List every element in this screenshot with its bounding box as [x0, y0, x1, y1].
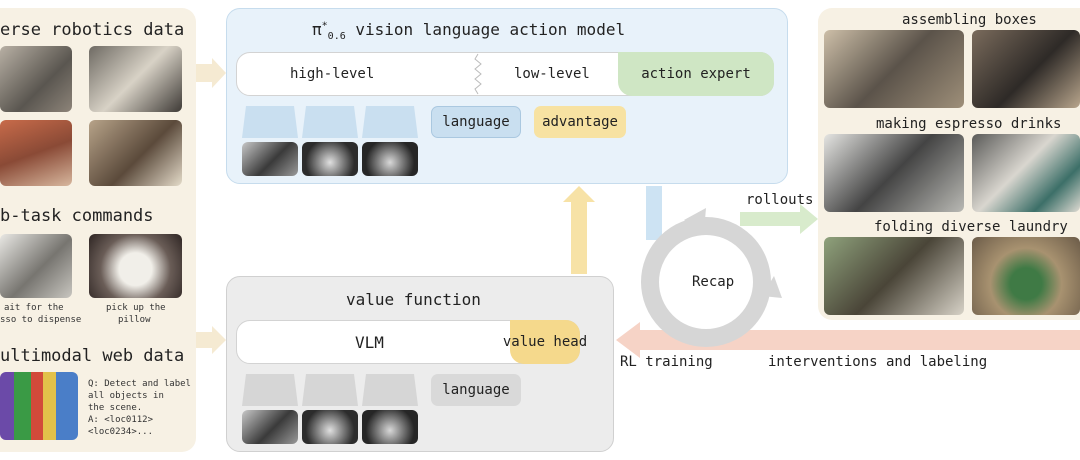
photo-laundry-2 [972, 237, 1080, 315]
caption-pillow-line1: pick up the [106, 303, 166, 313]
photo-pillow-task [89, 234, 182, 298]
photo-robot-4 [89, 120, 182, 186]
camera-frame-2 [302, 142, 358, 176]
image-token-2 [302, 106, 358, 138]
value-image-token-3 [362, 374, 418, 406]
task-making-espresso: making espresso drinks [876, 116, 1062, 132]
vlm-label: VLM [355, 332, 384, 352]
split-divider [474, 53, 482, 95]
recap-cycle-arrowhead [684, 208, 706, 232]
value-image-token-1 [242, 374, 298, 406]
photo-boxes-1 [824, 30, 964, 108]
caption-pillow-line2: pillow [118, 315, 151, 325]
task-folding-laundry: folding diverse laundry [874, 219, 1068, 235]
recap-label: Recap [692, 274, 735, 290]
action-expert-label: action expert [641, 66, 751, 82]
value-camera-frame-1 [242, 410, 298, 444]
qa-line-4: A: <loc0112> [88, 415, 154, 425]
vla-title-pi: π [312, 20, 322, 39]
value-head-label: value head [502, 334, 588, 350]
arrow-vla-to-recap [646, 186, 662, 240]
vla-title-sup: * [321, 20, 328, 32]
qa-line-2: all objects in [88, 391, 164, 401]
rl-training-label: RL training [620, 354, 713, 370]
photo-laundry-1 [824, 237, 964, 315]
section-subtask-commands: b-task commands [0, 206, 154, 226]
high-level-label: high-level [290, 66, 375, 82]
low-level-label: low-level [514, 66, 590, 82]
vla-title-sub: 0.6 [327, 31, 346, 43]
caption-espresso-line2: sso to dispense [0, 315, 82, 325]
rollouts-label: rollouts [746, 192, 814, 208]
arrow-left-to-value [196, 326, 226, 354]
photo-boxes-2 [972, 30, 1080, 108]
camera-frame-1 [242, 142, 298, 176]
section-web-data: ultimodal web data [0, 346, 185, 366]
advantage-token: advantage [534, 106, 626, 138]
value-language-token: language [431, 374, 521, 406]
value-camera-frame-3 [362, 410, 418, 444]
photo-espresso-task [0, 234, 72, 298]
interventions-label: interventions and labeling [768, 354, 988, 370]
task-assembling-boxes: assembling boxes [902, 12, 1037, 28]
action-expert-block: action expert [618, 52, 774, 96]
qa-line-1: Q: Detect and label [88, 379, 191, 389]
photo-espresso-1 [824, 134, 964, 212]
image-token-3 [362, 106, 418, 138]
qa-line-5: <loc0234>... [88, 427, 154, 437]
value-function-title: value function [346, 290, 481, 309]
value-camera-frame-2 [302, 410, 358, 444]
value-image-token-2 [302, 374, 358, 406]
camera-frame-3 [362, 142, 418, 176]
language-token: language [431, 106, 521, 138]
value-language-token-label: language [442, 382, 510, 398]
photo-web-scene [0, 372, 78, 440]
vla-title: π*0.6 vision language action model [312, 20, 625, 42]
qa-line-3: the scene. [88, 403, 143, 413]
recap-cycle-ring [641, 217, 771, 347]
vla-title-text: vision language action model [345, 20, 626, 39]
photo-robot-2 [89, 46, 182, 112]
photo-espresso-2 [972, 134, 1080, 212]
section-robotics-data: erse robotics data [0, 20, 185, 40]
value-head-block: value head [503, 320, 587, 364]
arrow-value-to-vla [563, 186, 595, 274]
advantage-token-label: advantage [542, 114, 618, 130]
photo-robot-3 [0, 120, 72, 186]
language-token-label: language [442, 114, 510, 130]
arrow-rollouts [740, 204, 818, 234]
caption-espresso-line1: ait for the [4, 303, 64, 313]
image-token-1 [242, 106, 298, 138]
photo-robot-1 [0, 46, 72, 112]
arrow-left-to-vla [196, 58, 226, 88]
